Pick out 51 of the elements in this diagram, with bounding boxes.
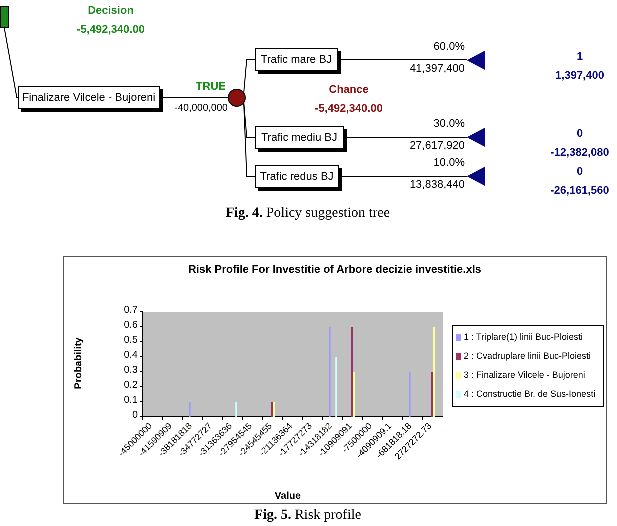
- branch-value: 13,838,440: [410, 179, 465, 191]
- node-text: Trafic redus BJ: [260, 170, 334, 182]
- legend-label: 2 : Cvadruplare linii Buc-Ploiesti: [464, 350, 592, 363]
- node-value: 1,397,400: [554, 70, 606, 82]
- node-caption: Decision: [87, 5, 135, 17]
- node-caption: 0: [576, 128, 584, 140]
- figure-caption: Fig. 4. Policy suggestion tree: [224, 206, 392, 222]
- node-text: Finalizare Vilcele - Bujoreni: [22, 92, 156, 104]
- y-tick-label: 0.4: [124, 350, 138, 361]
- y-tick-label: 0.2: [124, 380, 138, 391]
- node-caption: 0: [576, 166, 584, 178]
- edge-label: 60.0%: [434, 41, 465, 53]
- node-caption: 1: [576, 51, 584, 63]
- end-node-triangle: [467, 51, 485, 70]
- legend-label: 1 : Triplare(1) linii Buc-Ploiesti: [464, 331, 584, 344]
- branch-line: [244, 59, 256, 94]
- node-text: Trafic mediu BJ: [261, 132, 338, 144]
- branch-label-box: [255, 126, 344, 149]
- chart-title: Risk Profile For Investitie of Arbore decizie investitie.xls: [187, 264, 482, 276]
- branch-label-box: [255, 165, 339, 188]
- y-tick-label: 0.3: [124, 365, 138, 376]
- edge-label: 10.0%: [434, 157, 465, 169]
- branch-value: 41,397,400: [410, 63, 465, 75]
- chance-node-circle: [228, 89, 246, 107]
- node-value: -26,161,560: [550, 185, 610, 197]
- branch-value: -40,000,000: [174, 103, 228, 114]
- node-value: -5,492,340.00: [314, 103, 384, 115]
- branch-value: 27,617,920: [410, 140, 465, 152]
- legend-label: 4 : Constructie Br. de Sus-Ionesti: [464, 388, 596, 401]
- branch-label-box: [255, 48, 338, 71]
- node-caption: Chance: [328, 84, 370, 96]
- branch-label-box: [18, 86, 160, 109]
- legend-label: 3 : Finalizare Vilcele - Bujoreni: [464, 369, 586, 382]
- y-tick-label: 0.1: [124, 395, 138, 406]
- node-value: -12,382,080: [550, 147, 610, 159]
- edge-label: 30.0%: [434, 118, 465, 130]
- end-node-triangle: [467, 167, 485, 186]
- y-tick-label: 0.5: [124, 335, 138, 346]
- end-node-triangle: [467, 128, 485, 147]
- decision-node-square: [0, 6, 9, 28]
- branch-line: [4, 28, 18, 98]
- edge-label: TRUE: [196, 81, 226, 93]
- y-tick-label: 0: [132, 410, 138, 421]
- x-axis-title: Value: [274, 491, 302, 502]
- figure-caption: Fig. 5. Risk profile: [254, 508, 362, 524]
- node-text: Trafic mare BJ: [260, 54, 332, 66]
- node-value: -5,492,340.00: [76, 24, 146, 36]
- y-tick-label: 0.6: [124, 320, 138, 331]
- branch-line: [244, 102, 256, 177]
- y-axis-title: Probability: [74, 336, 84, 392]
- y-tick-label: 0.7: [124, 305, 138, 316]
